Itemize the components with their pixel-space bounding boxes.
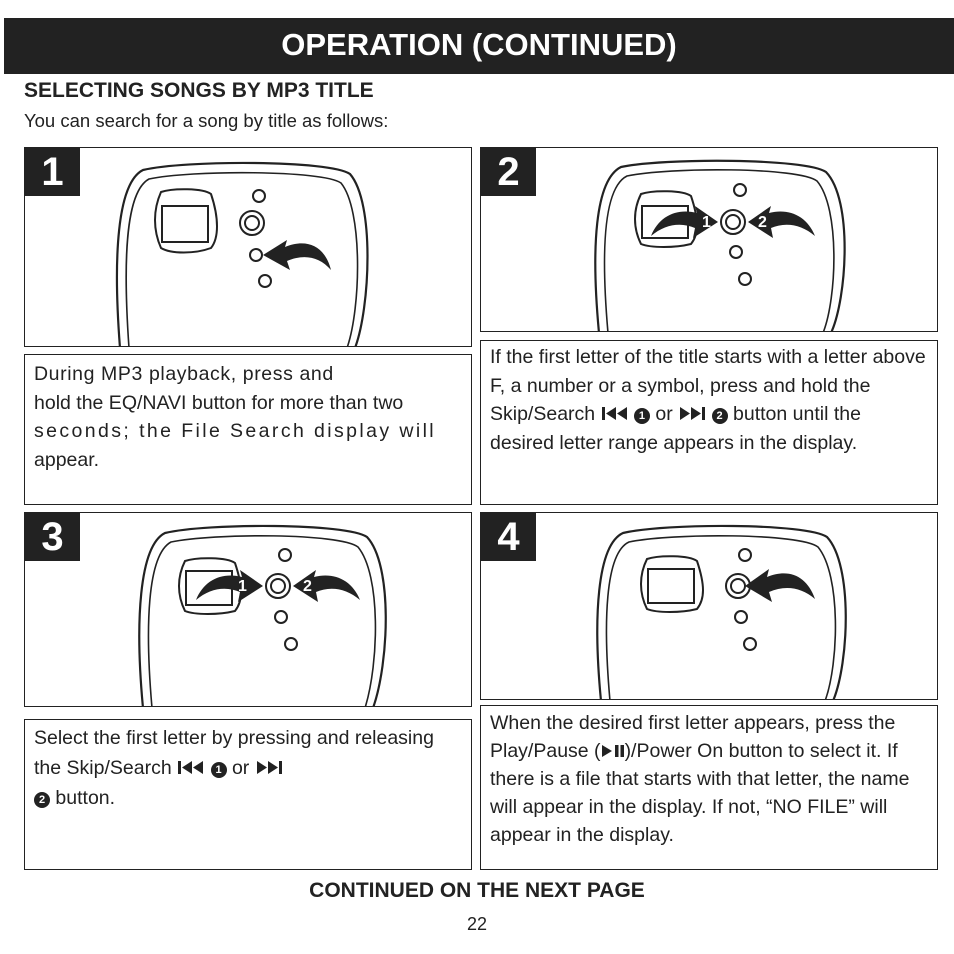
arrow-label-2: 2 [758, 214, 767, 231]
arrow-label-1: 1 [238, 578, 247, 595]
step-2-number: 2 [481, 148, 536, 196]
step-3-text-after: button. [55, 787, 116, 809]
badge-1: 1 [210, 762, 227, 778]
arrow-label-2: 2 [303, 578, 312, 595]
step-1-line-1: During MP3 playback, press and [34, 363, 334, 385]
skip-forward-icon [680, 407, 706, 420]
step-1-number: 1 [25, 148, 80, 196]
curved-arrow-icon [263, 240, 331, 270]
badge-2: 2 [34, 792, 50, 808]
step-4-text-before: When the desired first letter appears, p… [490, 712, 896, 762]
step-2-description: If the first letter of the title starts … [480, 340, 938, 505]
continued-note: CONTINUED ON THE NEXT PAGE [309, 879, 645, 902]
arrow-label-1: 1 [702, 214, 711, 231]
step-3-text-before: Select the first letter by pressing and … [34, 727, 434, 779]
intro-text: You can search for a song by title as fo… [24, 110, 389, 131]
step-2-text-before: If the first letter of the title starts … [490, 346, 926, 425]
badge-2: 2 [711, 408, 728, 424]
step-1-description: During MP3 playback, press and hold the … [24, 354, 472, 505]
curved-arrow-icon [651, 206, 718, 238]
page-title: OPERATION (CONTINUED) [281, 27, 677, 62]
curved-arrow-icon [745, 569, 815, 602]
or-text: or [655, 403, 673, 425]
player-drawing: 1 2 [594, 159, 846, 331]
player-drawing: 1 2 [138, 524, 387, 706]
player-drawing [596, 524, 847, 699]
step-1-line-3: seconds; the File Search display will [34, 420, 437, 442]
page-number: 22 [466, 914, 488, 934]
badge-1: 1 [633, 408, 650, 424]
step-1-line-4: appear. [34, 448, 100, 471]
skip-back-icon [178, 761, 204, 774]
step-1-line-2: hold the EQ/NAVI button for more than tw… [34, 391, 404, 414]
player-drawing [115, 161, 369, 346]
step-2-text-after: button until the desired letter range ap… [490, 403, 861, 454]
step-3-description: Select the first letter by pressing and … [24, 719, 472, 870]
step-3-illustration: 1 2 3 [24, 512, 472, 707]
curved-arrow-icon [293, 570, 360, 602]
header-bar: OPERATION (CONTINUED) [4, 18, 954, 74]
or-text: or [231, 757, 250, 779]
skip-back-icon [601, 407, 627, 420]
step-4-description: When the desired first letter appears, p… [480, 705, 938, 870]
play-pause-icon [601, 745, 624, 757]
section-title: SELECTING SONGS BY MP3 TITLE [24, 79, 374, 102]
step-2-illustration: 1 2 2 [480, 147, 938, 332]
curved-arrow-icon [196, 570, 263, 602]
step-4-number: 4 [481, 513, 536, 561]
curved-arrow-icon [748, 206, 815, 238]
skip-forward-icon [256, 761, 282, 774]
step-4-text-after: )/Power On button to select it. If there… [490, 740, 910, 846]
step-4-illustration: 4 [480, 512, 938, 700]
step-3-number: 3 [25, 513, 80, 561]
step-1-illustration: 1 [24, 147, 472, 347]
